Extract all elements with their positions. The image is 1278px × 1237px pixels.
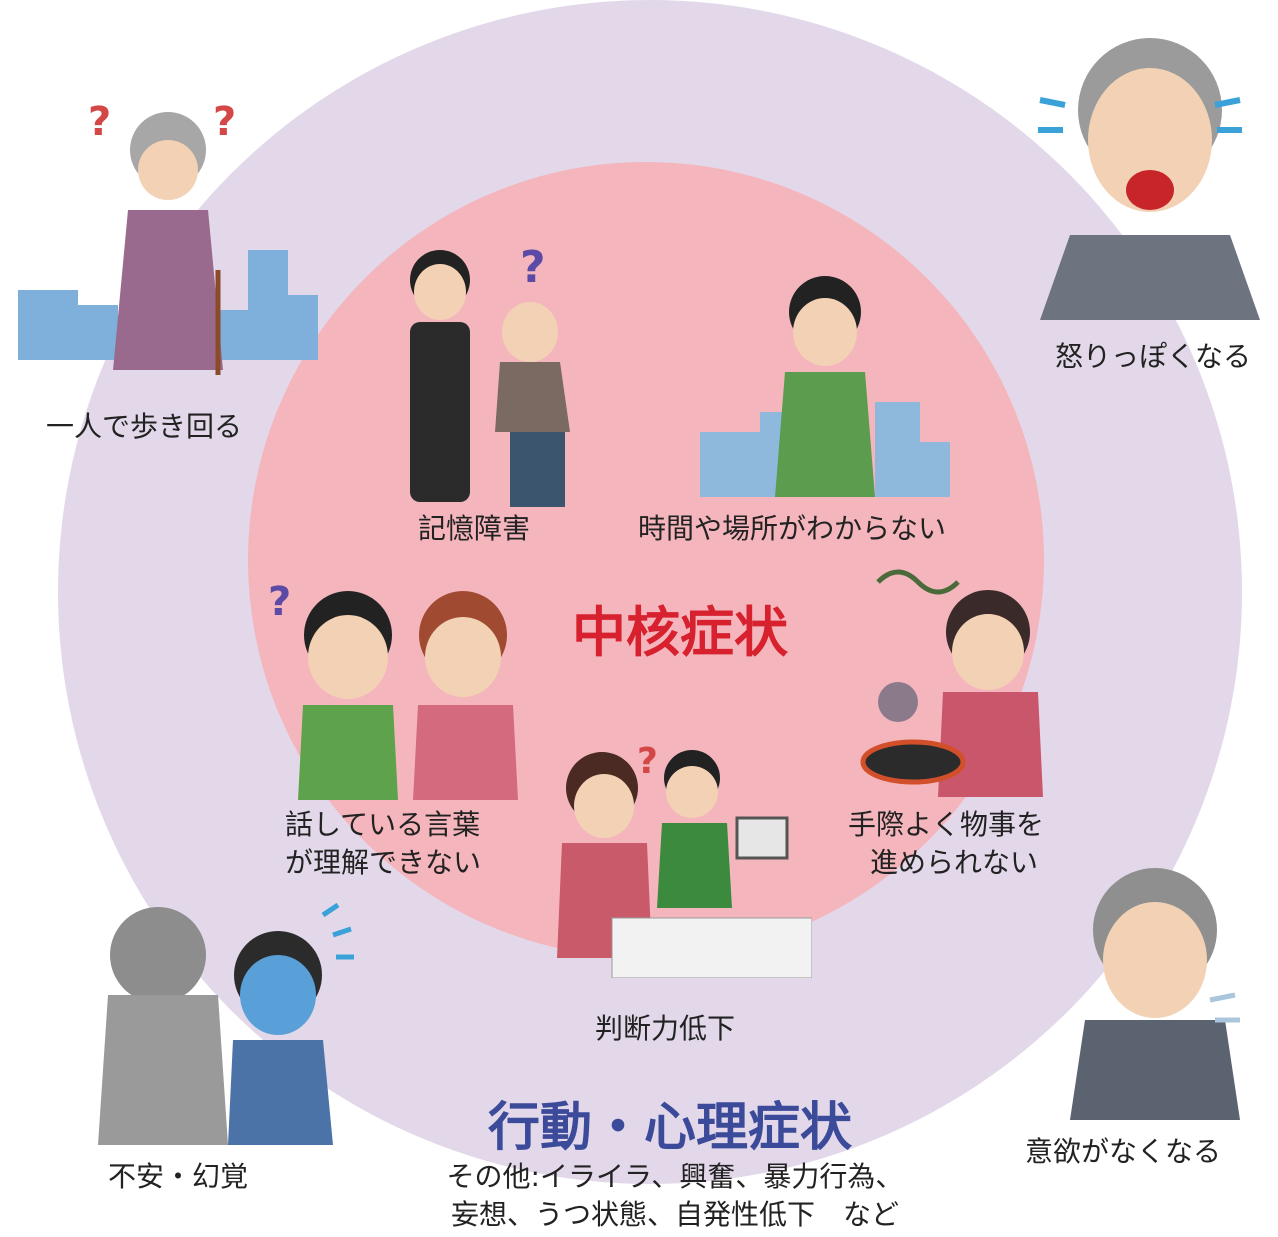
wandering-elder-woman-illustration: ? ?: [18, 90, 318, 390]
other-symptoms-line2: 妄想、うつ状態、自発性低下 など: [450, 1198, 899, 1231]
inner-circle-core-symptoms: [248, 162, 1044, 958]
svg-text:?: ?: [637, 741, 658, 782]
irritable-label: 怒りっぽくなる: [1055, 340, 1252, 373]
core-symptoms-title: 中核症状: [572, 601, 788, 664]
apathy-label: 意欲がなくなる: [1025, 1135, 1222, 1168]
confused-man-in-town-illustration: [700, 262, 950, 502]
svg-text:?: ?: [88, 99, 111, 145]
language-difficulty-label-line1: 話している言葉: [285, 808, 481, 841]
hallucination-fear-illustration: [88, 895, 358, 1145]
language-difficulty-label-line2: が理解できない: [285, 846, 482, 879]
angry-elder-man-illustration: [1030, 20, 1270, 320]
bpsd-title: 行動・心理症状: [487, 1098, 852, 1158]
apathetic-elder-woman-illustration: [1060, 860, 1250, 1130]
burnt-pan-cooking-illustration: [858, 562, 1048, 797]
other-symptoms-line1: その他:イライラ、興奮、暴力行為、: [446, 1160, 904, 1193]
student-and-elder-question-illustration: ?: [395, 232, 595, 512]
confused-shopping-at-register-illustration: ?: [542, 728, 812, 978]
anxiety-hallucination-label: 不安・幻覚: [108, 1160, 249, 1193]
svg-text:?: ?: [213, 99, 236, 145]
disorientation-label: 時間や場所がわからない: [638, 512, 947, 545]
wandering-label: 一人で歩き回る: [46, 410, 243, 443]
other-symptoms-note: その他:イライラ、興奮、暴力行為、 妄想、うつ状態、自発性低下 など: [395, 1158, 955, 1234]
judgment-decline-label: 判断力低下: [595, 1012, 736, 1045]
svg-text:?: ?: [520, 242, 546, 293]
memory-impairment-label: 記憶障害: [418, 512, 531, 545]
confused-conversation-illustration: ?: [268, 575, 528, 800]
task-execution-label-line2: 進められない: [870, 846, 1039, 879]
task-execution-label-line1: 手際よく物事を: [848, 808, 1045, 841]
svg-text:?: ?: [268, 579, 291, 625]
